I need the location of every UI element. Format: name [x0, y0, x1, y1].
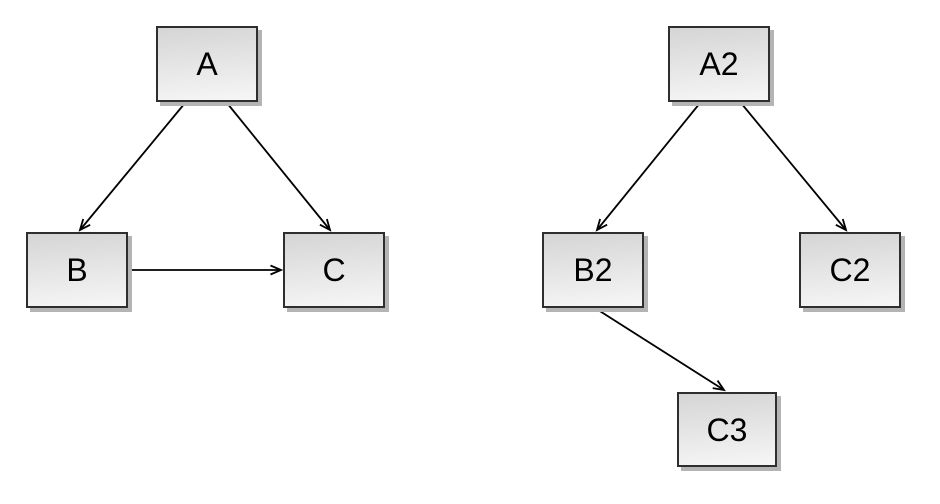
edge-A-B[interactable] [78, 102, 186, 232]
edge-B2-C3[interactable] [594, 307, 726, 392]
node-label: C [322, 252, 346, 288]
node-label: A [196, 46, 218, 82]
node-A[interactable]: A [156, 26, 258, 102]
edge-A2-B2[interactable] [595, 102, 701, 232]
edge-A-C[interactable] [226, 102, 332, 232]
node-label: B2 [573, 252, 613, 288]
node-A2[interactable]: A2 [668, 26, 770, 102]
edge-A2-C2[interactable] [740, 102, 848, 232]
node-B2[interactable]: B2 [542, 232, 644, 308]
node-B[interactable]: B [26, 232, 128, 308]
node-C2[interactable]: C2 [799, 232, 901, 308]
node-label: C2 [829, 252, 871, 288]
node-label: B [66, 252, 88, 288]
node-label: C3 [706, 411, 748, 448]
node-label: A2 [699, 46, 739, 82]
node-C[interactable]: C [283, 232, 385, 308]
node-C3[interactable]: C3 [677, 392, 777, 467]
